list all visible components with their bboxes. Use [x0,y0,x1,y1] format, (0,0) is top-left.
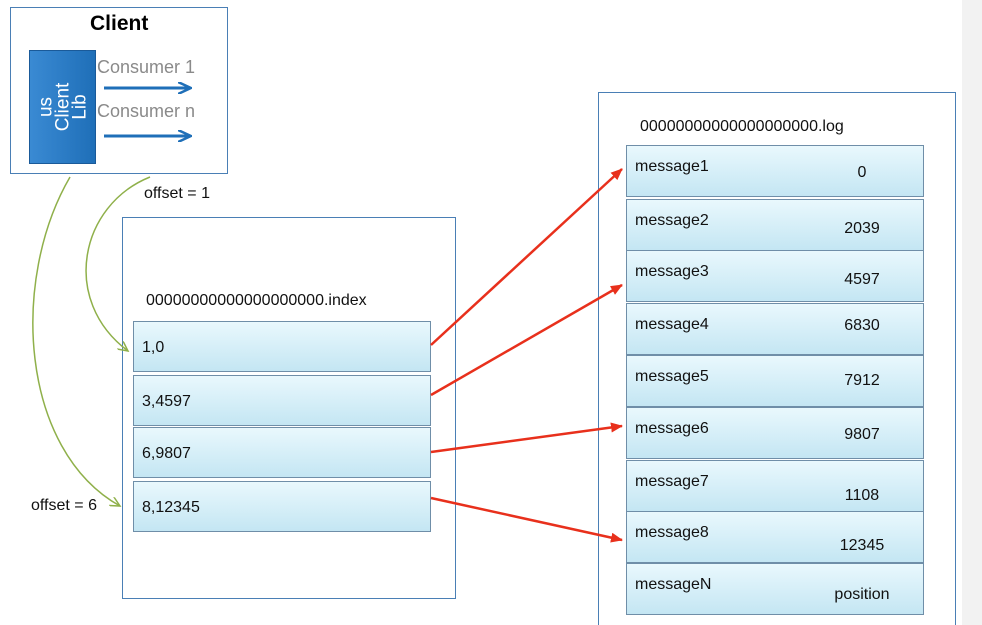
pointer-arrow-3 [430,422,623,454]
pointer-arrow-4 [430,496,623,543]
log-row: message8 12345 [626,511,924,563]
client-lib-block: us Client Lib [29,50,96,164]
log-row: message4 6830 [626,303,924,355]
index-entry: 6,9807 [133,427,431,478]
log-row: message3 4597 [626,250,924,302]
pointer-arrow-2 [430,283,623,397]
log-position: 12345 [839,537,885,554]
log-message: message8 [635,524,709,541]
log-row: message1 0 [626,145,924,197]
log-position: 1108 [844,487,880,504]
log-message: message5 [635,368,709,385]
offset-6-curve [32,176,120,506]
log-message: message7 [635,473,709,490]
pointer-arrow-1 [430,168,623,346]
offset-1-label: offset = 1 [144,185,210,202]
log-row: message5 7912 [626,355,924,407]
log-row: messageN position [626,563,924,615]
log-message: message6 [635,420,709,437]
index-entry: 1,0 [133,321,431,372]
log-message: message2 [635,212,709,229]
log-position: 4597 [844,271,880,288]
consumer-n-label: Consumer n [97,101,196,121]
offset-1-curve [85,176,151,351]
log-file-name: 00000000000000000000.log [640,118,844,135]
log-position: 7912 [844,372,880,389]
log-row: message6 9807 [626,407,924,459]
log-message: message4 [635,316,709,333]
client-title: Client [90,12,149,35]
log-row: message2 2039 [626,199,924,251]
log-message: messageN [635,576,712,593]
log-position: position [834,586,890,603]
index-entry: 3,4597 [133,375,431,426]
consumer-1-label: Consumer 1 [97,57,196,77]
log-position: 9807 [844,426,880,443]
index-file-name: 00000000000000000000.index [146,292,367,309]
log-message: message1 [635,158,709,175]
log-position: 2039 [844,220,880,237]
log-position: 0 [857,164,867,181]
offset-6-label: offset = 6 [31,497,97,514]
scrollbar-track[interactable] [962,0,982,625]
index-entry: 8,12345 [133,481,431,532]
log-message: message3 [635,263,709,280]
log-position: 6830 [844,317,880,334]
